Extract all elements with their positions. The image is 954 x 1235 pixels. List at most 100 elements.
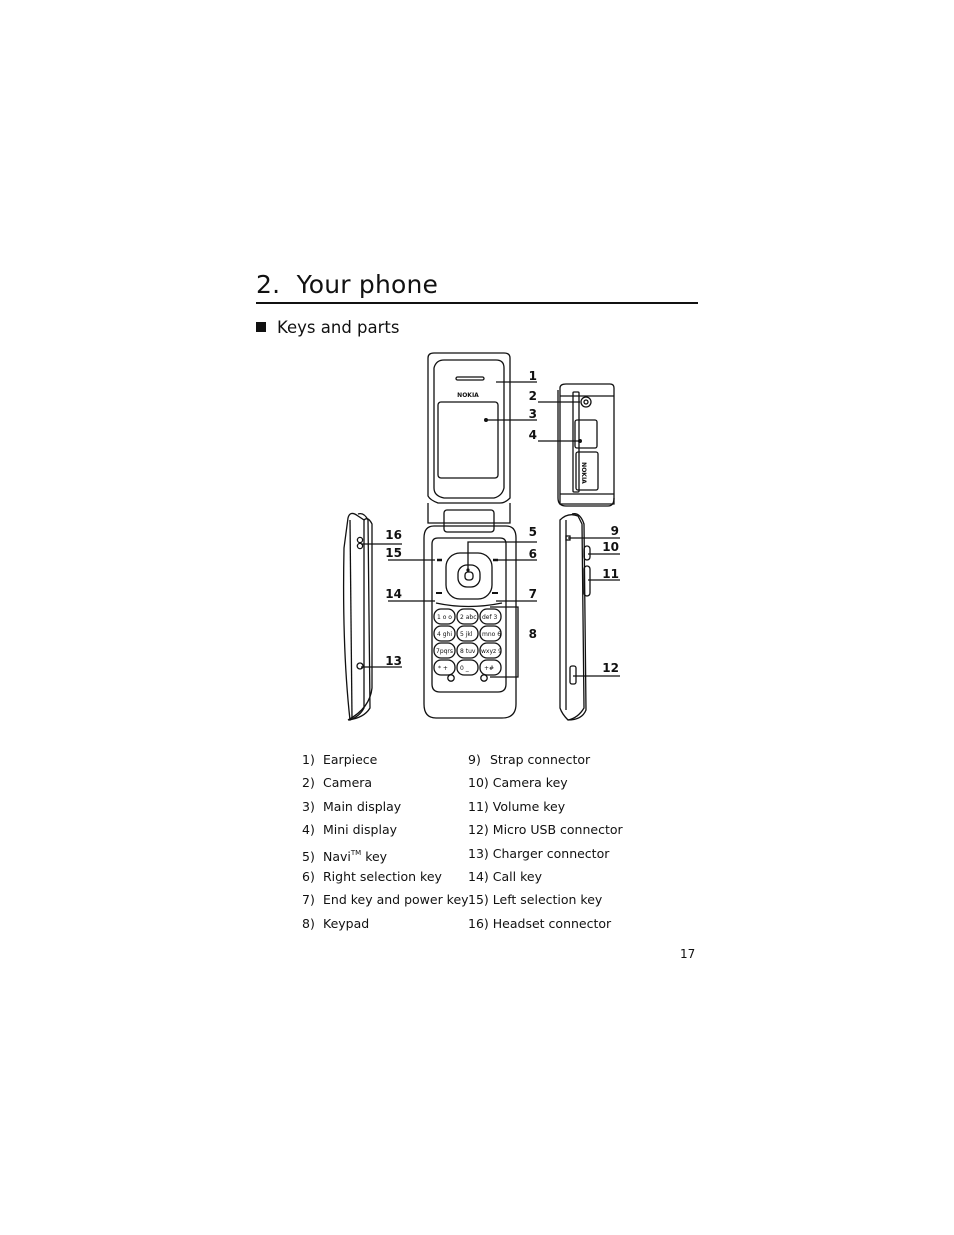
headset-connector-icon	[356, 536, 364, 544]
callout-4: 4	[529, 428, 537, 442]
key-0-label: 0 _	[460, 665, 470, 672]
volume-key	[583, 565, 591, 597]
item-label: Micro USB connector	[492, 822, 623, 838]
item-number: 5)	[302, 848, 315, 864]
callout-13: 13	[385, 654, 402, 668]
callout-6: 6	[529, 547, 537, 561]
item-number: 1)	[302, 752, 315, 767]
list-item: 3) Main display	[302, 795, 469, 818]
earpiece-icon	[455, 376, 485, 381]
item-number: 16)	[468, 915, 489, 931]
list-item: 15) Left selection key	[468, 888, 623, 911]
list-item: 1) Earpiece	[302, 748, 469, 771]
item-label: Right selection key	[323, 868, 442, 884]
callout-10: 10	[602, 540, 619, 554]
left-side-view	[342, 512, 373, 721]
item-label: Camera key	[492, 775, 568, 791]
keypad-labels: 1 o o 2 abc def 3 4 ghi 5 jkl mno 6 7pqr…	[436, 614, 502, 672]
chapter-title: 2. Your phone	[256, 270, 438, 299]
key-2-label: 2 abc	[460, 614, 477, 621]
key-8-label: 8 tuv	[460, 648, 476, 655]
callout-15: 15	[385, 546, 402, 560]
list-item: 5) NaviTM key	[302, 842, 469, 865]
item-label-suffix: key	[361, 848, 388, 864]
item-number: 8)	[302, 915, 315, 931]
item-number: 4)	[302, 822, 315, 838]
key-6-label: mno 6	[482, 631, 501, 638]
keypad	[433, 608, 502, 676]
callout-9: 9	[611, 524, 619, 538]
item-label: Mini display	[323, 822, 398, 838]
item-number: 6)	[302, 868, 315, 884]
right-side-view	[559, 513, 591, 721]
parts-list-right: 9) Strap connector 10) Camera key 11) Vol…	[468, 748, 623, 935]
list-item: 9) Strap connector	[468, 748, 623, 771]
list-item: 8) Keypad	[302, 912, 469, 935]
key-hash-label: +#	[484, 665, 494, 672]
list-item: 6) Right selection key	[302, 865, 469, 888]
section-heading: Keys and parts	[256, 318, 399, 337]
page-number: 17	[680, 947, 696, 961]
list-item: 11) Volume key	[468, 795, 623, 818]
square-bullet-icon	[256, 322, 266, 332]
chapter-title-text: Your phone	[296, 270, 439, 299]
callout-7: 7	[529, 587, 537, 601]
nokia-logo: NOKIA	[457, 392, 479, 399]
item-label: Earpiece	[323, 752, 378, 767]
callout-numbers: 1 2 3 4 5 6 7 8 9 10 11 12 13 14 15 16	[385, 369, 619, 675]
list-item: 14) Call key	[468, 865, 623, 888]
key-9-label: wxyz 9	[481, 648, 502, 655]
nokia-logo-back: NOKIA	[580, 462, 587, 484]
item-label: Main display	[323, 798, 402, 814]
item-number: 2)	[302, 775, 315, 791]
item-number: 7)	[302, 892, 315, 908]
phone-diagram: NOKIA NOKIA 1 o o 2 abc def 3 4 ghi 5 jk…	[342, 352, 620, 721]
trademark-superscript: TM	[350, 848, 362, 857]
item-number: 9)	[468, 752, 481, 767]
charger-connector-icon	[356, 662, 364, 670]
callout-2: 2	[529, 389, 537, 403]
mini-display	[574, 419, 598, 449]
list-item: 7) End key and power key	[302, 888, 469, 911]
item-label: Strap connector	[490, 752, 591, 767]
callout-8: 8	[529, 627, 537, 641]
callout-5: 5	[529, 525, 537, 539]
item-label: Navi	[323, 848, 351, 864]
item-number: 11)	[468, 798, 489, 814]
item-label: Keypad	[323, 915, 370, 931]
list-item: 10) Camera key	[468, 771, 623, 794]
parts-list-left: 1) Earpiece 2)Camera 3) Main display 4) Min…	[302, 748, 469, 935]
list-item: 2)Camera	[302, 771, 469, 794]
list-item: 16) Headset connector	[468, 912, 623, 935]
list-item: 4) Mini display	[302, 818, 469, 841]
callout-11: 11	[602, 567, 619, 581]
key-5-label: 5 jkl	[460, 631, 473, 638]
micro-usb-connector	[569, 665, 577, 685]
camera-icon	[580, 396, 592, 408]
callout-14: 14	[385, 587, 402, 601]
key-4-label: 4 ghi	[437, 631, 452, 638]
item-number: 12)	[468, 822, 489, 838]
key-star-label: * +	[438, 665, 448, 672]
leader-lines	[361, 381, 620, 678]
callout-16: 16	[385, 528, 402, 542]
item-number: 3)	[302, 798, 315, 814]
item-label: Volume key	[492, 798, 566, 814]
key-1-label: 1 o o	[437, 614, 452, 621]
chapter-heading: 2. Your phone	[256, 268, 698, 304]
item-label: Headset connector	[492, 915, 612, 931]
camera-key	[583, 545, 591, 561]
main-display	[437, 401, 499, 479]
item-number: 15)	[468, 892, 489, 908]
item-number: 14)	[468, 868, 489, 884]
item-number: 10)	[468, 775, 489, 791]
navi-key	[445, 552, 493, 600]
callout-1: 1	[529, 369, 537, 383]
item-number: 13)	[468, 845, 489, 861]
item-label: Call key	[492, 868, 542, 884]
chapter-number: 2.	[256, 270, 281, 299]
item-label: Charger connector	[492, 845, 610, 861]
list-item: 12) Micro USB connector	[468, 818, 623, 841]
item-label: End key and power key	[323, 892, 469, 908]
key-7-label: 7pqrs	[436, 648, 453, 655]
